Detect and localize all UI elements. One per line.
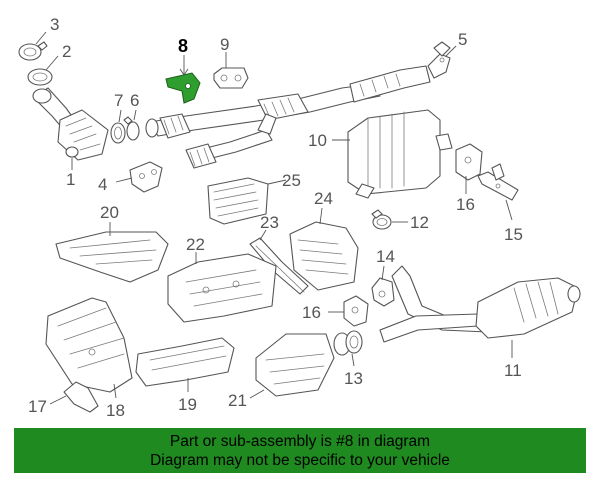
intermediate-pipe-assembly (145, 65, 431, 169)
part-4-bracket (129, 161, 163, 193)
callout-15: 15 (504, 225, 523, 244)
part-7-gasket (110, 122, 126, 144)
callout-6: 6 (130, 91, 139, 110)
part-6-clamp (123, 116, 140, 141)
callout-3: 3 (50, 15, 59, 34)
part-8-highlighted-bracket (165, 72, 201, 104)
callout-19: 19 (178, 395, 197, 414)
part-19-heat-shield (135, 337, 235, 387)
part-2-gasket (27, 68, 53, 86)
part-18-heat-shield (45, 297, 133, 393)
part-13-clamp (333, 330, 363, 356)
callout-18: 18 (106, 401, 125, 420)
callout-23: 23 (260, 213, 279, 232)
callout-1: 1 (66, 170, 75, 189)
part-9-bracket (213, 67, 249, 89)
callout-5: 5 (458, 30, 467, 49)
part-notice-banner: Part or sub-assembly is #8 in diagram Di… (14, 428, 586, 473)
callout-14: 14 (376, 247, 395, 266)
callout-25: 25 (282, 171, 301, 190)
part-16-hanger-upper (455, 143, 483, 181)
callout-16-upper: 16 (456, 195, 475, 214)
callout-12: 12 (410, 213, 429, 232)
part-1-front-pipe-converter (32, 87, 109, 161)
callout-21: 21 (228, 391, 247, 410)
callout-2: 2 (62, 42, 71, 61)
part-22-heat-shield (167, 253, 277, 323)
part-25-heat-shield (207, 177, 269, 225)
part-11-rear-muffler (379, 265, 581, 343)
part-24-heat-shield (289, 221, 359, 291)
notice-line-2: Diagram may not be specific to your vehi… (150, 451, 450, 469)
callout-16-lower: 16 (302, 303, 321, 322)
callout-numbers: 3 2 1 7 6 4 8 9 5 10 12 16 15 25 24 23 2… (28, 15, 523, 420)
callout-24: 24 (314, 189, 333, 208)
callout-20: 20 (100, 203, 119, 222)
part-16-hanger-lower (343, 295, 369, 327)
part-21-heat-shield (255, 333, 335, 397)
callout-4: 4 (98, 175, 107, 194)
part-5-flange (427, 41, 451, 79)
callout-17: 17 (28, 397, 47, 416)
part-3-clamp (18, 41, 48, 61)
callout-11: 11 (504, 361, 522, 380)
part-20-heat-shield (55, 231, 169, 283)
callout-7: 7 (114, 91, 123, 110)
callout-9: 9 (220, 35, 229, 54)
callout-13: 13 (344, 369, 363, 388)
callout-10: 10 (308, 131, 327, 150)
notice-line-1: Part or sub-assembly is #8 in diagram (169, 432, 431, 450)
callout-22: 22 (186, 235, 205, 254)
part-17-small-shield (63, 381, 99, 413)
part-12-clamp (371, 209, 392, 230)
part-15-hanger-bracket (477, 163, 519, 201)
callout-8-highlighted: 8 (178, 36, 188, 56)
leader-lines (35, 31, 513, 405)
part-10-rear-muffler (347, 109, 453, 199)
part-14-hanger (371, 277, 395, 307)
